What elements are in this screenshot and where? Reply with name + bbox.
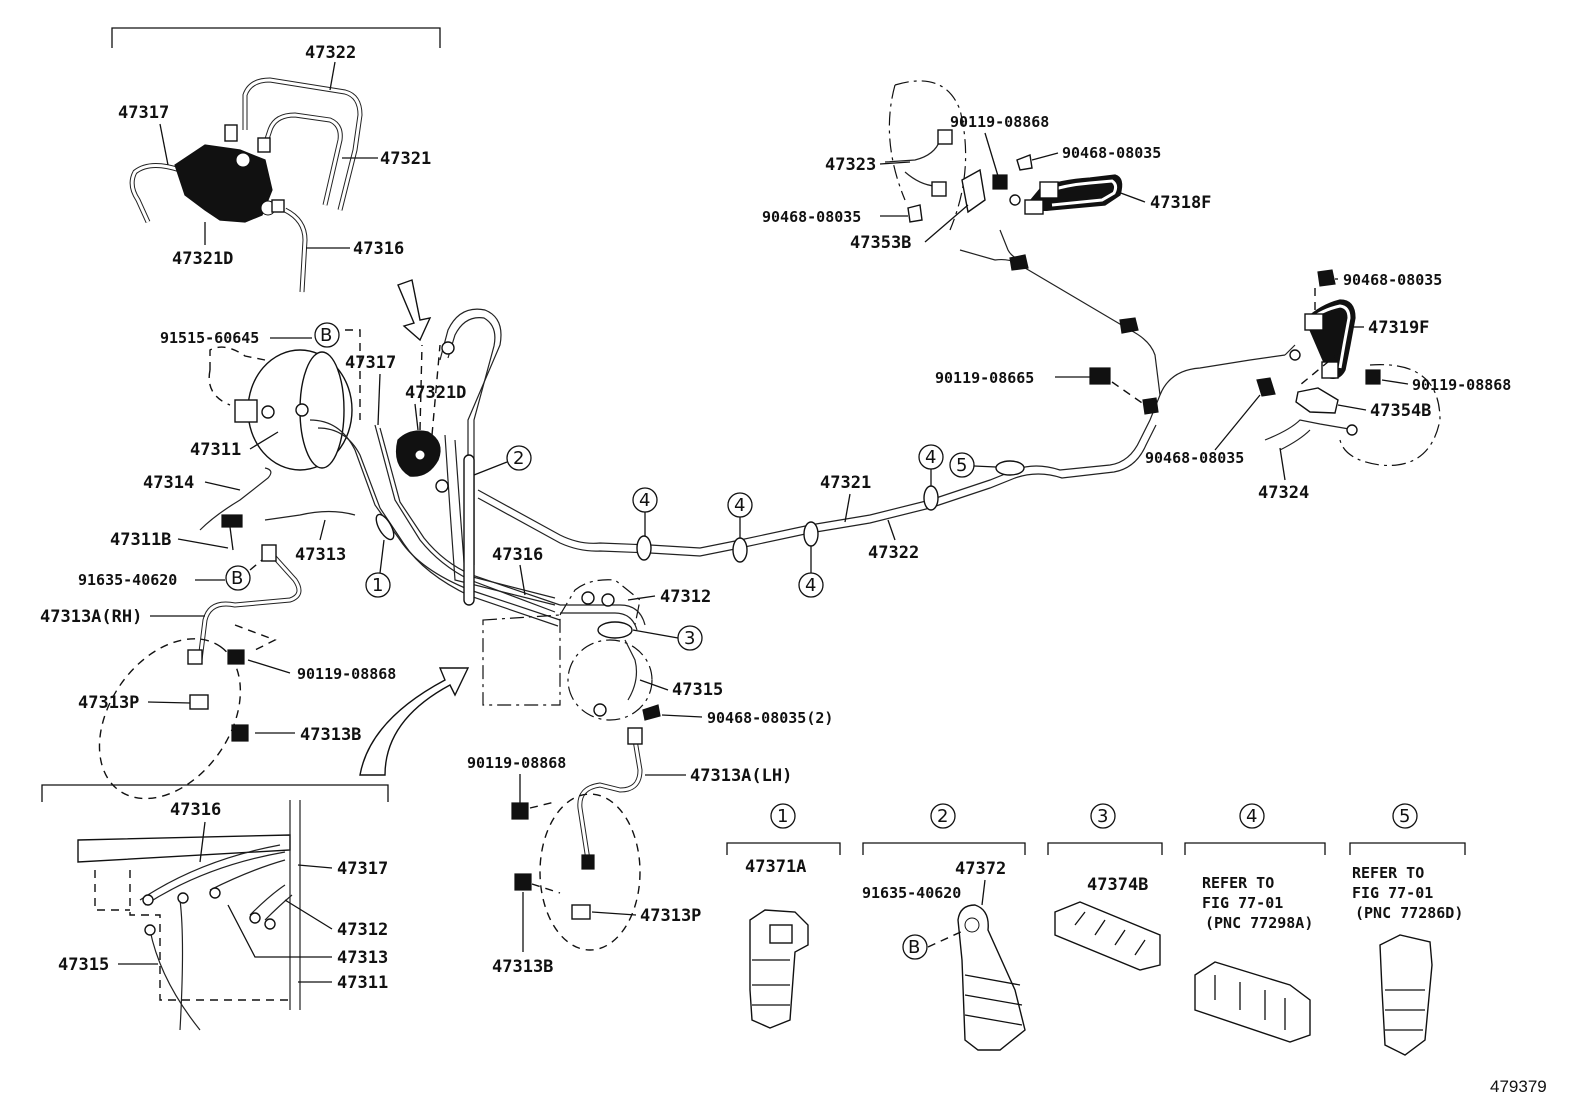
callout-2-main: 2 xyxy=(506,445,532,471)
svg-text:5: 5 xyxy=(956,455,967,476)
svg-text:4: 4 xyxy=(639,490,650,511)
actuator-inset xyxy=(41,784,389,1031)
callout-4-b: 4 xyxy=(727,492,753,518)
callout-B-left: B xyxy=(225,565,251,591)
label-47313: 47313 xyxy=(295,545,346,565)
flex-hose-lh xyxy=(539,727,643,951)
label-47313B-lower: 47313B xyxy=(492,957,553,977)
svg-text:4: 4 xyxy=(734,495,745,516)
label-47324: 47324 xyxy=(1258,483,1309,503)
label-91635-40620-legend: 91635-40620 xyxy=(862,884,961,902)
label-47321-mid: 47321 xyxy=(820,473,871,493)
label-90119-08868-tr: 90119-08868 xyxy=(950,113,1049,131)
label-47316-mid: 47316 xyxy=(492,545,543,565)
label-90468-08035-r2: 90468-08035 xyxy=(1145,449,1244,467)
svg-text:B: B xyxy=(908,937,920,958)
label-47353B: 47353B xyxy=(850,233,911,253)
label-90119-08868-lower: 90119-08868 xyxy=(467,754,566,772)
clamp-legend-4: 4 xyxy=(1184,803,1326,1043)
label-91515-60645: 91515-60645 xyxy=(160,329,259,347)
label-47319F: 47319F xyxy=(1368,318,1429,338)
callout-4-a: 4 xyxy=(632,487,658,513)
callout-4-d: 4 xyxy=(918,444,944,470)
label-47371A: 47371A xyxy=(745,857,806,877)
svg-text:2: 2 xyxy=(937,806,948,827)
svg-text:4: 4 xyxy=(1246,806,1257,827)
label-47315-mid: 47315 xyxy=(672,680,723,700)
inset-label-47317: 47317 xyxy=(337,859,388,879)
legend-4-line1: REFER TO xyxy=(1202,874,1274,892)
flex-hose-rh xyxy=(98,544,302,800)
svg-text:1: 1 xyxy=(777,806,788,827)
legend-4-line3: (PNC 77298A) xyxy=(1205,914,1313,932)
clamp-legend-2: 2 xyxy=(862,803,1026,1051)
label-47317-top: 47317 xyxy=(118,103,169,123)
callout-5-main: 5 xyxy=(949,452,975,478)
rear-left-brake-detail xyxy=(884,80,1139,334)
label-47317-mid: 47317 xyxy=(345,353,396,373)
svg-text:2: 2 xyxy=(513,448,524,469)
label-47318F: 47318F xyxy=(1150,193,1211,213)
callout-4-c: 4 xyxy=(798,572,824,598)
label-90468-08035-tr2: 90468-08035 xyxy=(762,208,861,226)
legend-5-line2: FIG 77-01 xyxy=(1352,884,1433,902)
label-90119-08665: 90119-08665 xyxy=(935,369,1034,387)
inset-label-47315: 47315 xyxy=(58,955,109,975)
label-47313A-LH: 47313A(LH) xyxy=(690,766,792,786)
svg-text:4: 4 xyxy=(805,575,816,596)
label-91635-40620-left: 91635-40620 xyxy=(78,571,177,589)
label-90119-08868-r: 90119-08868 xyxy=(1412,376,1511,394)
inset-label-47312: 47312 xyxy=(337,920,388,940)
abs-actuator xyxy=(482,579,653,721)
label-47321D-mid: 47321D xyxy=(405,383,466,403)
master-cylinder-detail xyxy=(111,27,441,293)
label-47354B: 47354B xyxy=(1370,401,1431,421)
svg-text:3: 3 xyxy=(684,628,695,649)
label-90468-08035-r1: 90468-08035 xyxy=(1343,271,1442,289)
inset-label-47311: 47311 xyxy=(337,973,388,993)
label-47311: 47311 xyxy=(190,440,241,460)
label-90468-08035-tr1: 90468-08035 xyxy=(1062,144,1161,162)
legend-5-line3: (PNC 77286D) xyxy=(1355,904,1463,922)
label-90468-08035-2: 90468-08035(2) xyxy=(707,709,833,727)
legend-4-line2: FIG 77-01 xyxy=(1202,894,1283,912)
label-47323: 47323 xyxy=(825,155,876,175)
inset-label-47316: 47316 xyxy=(170,800,221,820)
main-pipe-bundle xyxy=(309,229,1296,627)
label-47322-top: 47322 xyxy=(305,43,356,63)
callout-3-main: 3 xyxy=(677,625,703,651)
brake-booster-assembly xyxy=(208,346,353,471)
label-47312-mid: 47312 xyxy=(660,587,711,607)
label-47314: 47314 xyxy=(143,473,194,493)
svg-text:B: B xyxy=(231,568,243,589)
label-90119-08868-left: 90119-08868 xyxy=(297,665,396,683)
figure-number: 479379 xyxy=(1490,1077,1547,1096)
label-47322-mid: 47322 xyxy=(868,543,919,563)
svg-text:1: 1 xyxy=(372,575,383,596)
callout-B-legend: B xyxy=(902,934,928,960)
label-47321D-top: 47321D xyxy=(172,249,233,269)
rear-right-brake-detail xyxy=(1256,269,1441,467)
label-47311B: 47311B xyxy=(110,530,171,550)
label-47372: 47372 xyxy=(955,859,1006,879)
svg-text:3: 3 xyxy=(1097,806,1108,827)
label-47321-top: 47321 xyxy=(380,149,431,169)
svg-text:5: 5 xyxy=(1399,806,1410,827)
label-47313A-RH: 47313A(RH) xyxy=(40,607,142,627)
label-47316-top: 47316 xyxy=(353,239,404,259)
svg-text:B: B xyxy=(320,325,332,346)
label-47313B-left: 47313B xyxy=(300,725,361,745)
callout-B-top: B xyxy=(314,322,340,348)
label-47313P-lower: 47313P xyxy=(640,906,701,926)
clamp-legend-1: 1 xyxy=(726,803,841,1029)
legend-5-line1: REFER TO xyxy=(1352,864,1424,882)
svg-text:4: 4 xyxy=(925,447,936,468)
label-47313P-left: 47313P xyxy=(78,693,139,713)
callout-1-main: 1 xyxy=(365,572,391,598)
label-47374B: 47374B xyxy=(1087,875,1148,895)
inset-label-47313: 47313 xyxy=(337,948,388,968)
clamp-legend-5: 5 xyxy=(1349,803,1466,1056)
clamp-legend-3: 3 xyxy=(1047,803,1163,971)
